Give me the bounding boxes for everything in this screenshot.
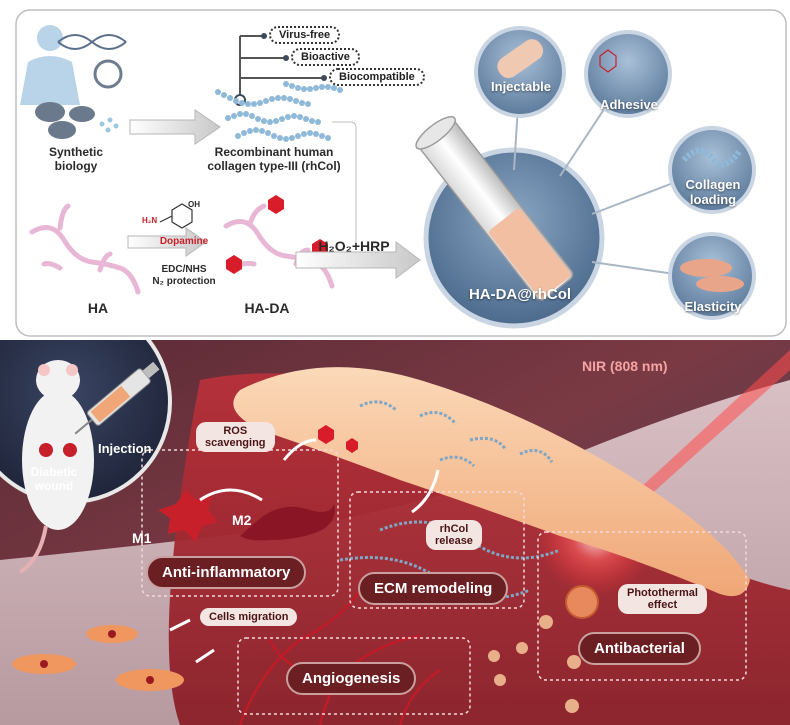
anti-inflammatory-badge: Anti-inflammatory bbox=[146, 556, 307, 589]
m1-label: M1 bbox=[132, 530, 152, 546]
human-silhouette-icon bbox=[20, 25, 80, 105]
tag-biocompatible: Biocompatible bbox=[329, 68, 425, 86]
top-panel-graphics bbox=[15, 9, 787, 337]
arrow-to-hydrogel bbox=[295, 241, 421, 279]
dopamine-h2n: H₂N bbox=[142, 216, 158, 225]
catechol-groups bbox=[226, 195, 328, 274]
antibacterial-badge: Antibacterial bbox=[578, 632, 701, 665]
dopamine-oh: OH bbox=[188, 200, 200, 209]
synthetic-biology-label: Synthetic biology bbox=[48, 145, 103, 173]
tag-virus-free: Virus-free bbox=[269, 26, 341, 44]
injection-label: Injection bbox=[98, 441, 152, 456]
rhcol-label: Recombinant human collagen type-III (rhC… bbox=[207, 145, 341, 173]
diabetic-wound-label: Diabetic wound bbox=[30, 465, 78, 493]
arrow-ha-to-hada bbox=[127, 227, 207, 257]
mouse-icon bbox=[18, 360, 94, 574]
photothermal-label: Photothermal effect bbox=[618, 584, 707, 614]
bacteria-icon bbox=[35, 102, 95, 139]
collagen-loading-circle bbox=[668, 126, 756, 214]
arrow-synth-to-rhcol bbox=[129, 109, 221, 145]
adhesive-label: Adhesive bbox=[600, 97, 658, 112]
rhcol-release-label: rhCol release bbox=[426, 520, 482, 550]
dna-icon bbox=[57, 34, 127, 50]
m2-macrophage-icon bbox=[240, 504, 335, 541]
product-label: HA-DA@rhCol bbox=[468, 286, 572, 303]
hada-label: HA-DA bbox=[244, 300, 290, 316]
ecm-remodeling-badge: ECM remodeling bbox=[358, 572, 509, 605]
collagen-chains bbox=[215, 81, 343, 142]
ros-scavenging-label: ROS scavenging bbox=[196, 422, 275, 452]
conditions-label: EDC/NHS N₂ protection bbox=[152, 264, 216, 287]
collagen-loading-label: Collagen loading bbox=[685, 177, 741, 207]
test-tube-icon bbox=[415, 116, 574, 301]
dopamine-label: Dopamine bbox=[159, 236, 209, 247]
nir-label: NIR (808 nm) bbox=[582, 358, 668, 374]
top-panel: Synthetic biology Recombinant human coll… bbox=[14, 9, 787, 337]
m1-macrophage-icon bbox=[158, 490, 218, 542]
syringe-icon bbox=[74, 361, 160, 435]
tag-bioactive: Bioactive bbox=[291, 48, 360, 66]
angiogenesis-badge: Angiogenesis bbox=[286, 662, 417, 695]
adhesive-circle bbox=[584, 30, 672, 118]
dopamine-structure bbox=[159, 203, 193, 229]
elasticity-label: Elasticity bbox=[684, 299, 742, 314]
injectable-label: Injectable bbox=[491, 79, 551, 94]
m2-label: M2 bbox=[232, 512, 252, 528]
ha-label: HA bbox=[87, 300, 109, 316]
reagent-label: H₂O₂+HRP bbox=[318, 238, 390, 254]
plasmid-icon bbox=[93, 59, 123, 89]
ha-chain bbox=[29, 203, 141, 295]
cells-migration-label: Cells migration bbox=[200, 608, 298, 626]
bacterium-icon bbox=[565, 585, 599, 619]
